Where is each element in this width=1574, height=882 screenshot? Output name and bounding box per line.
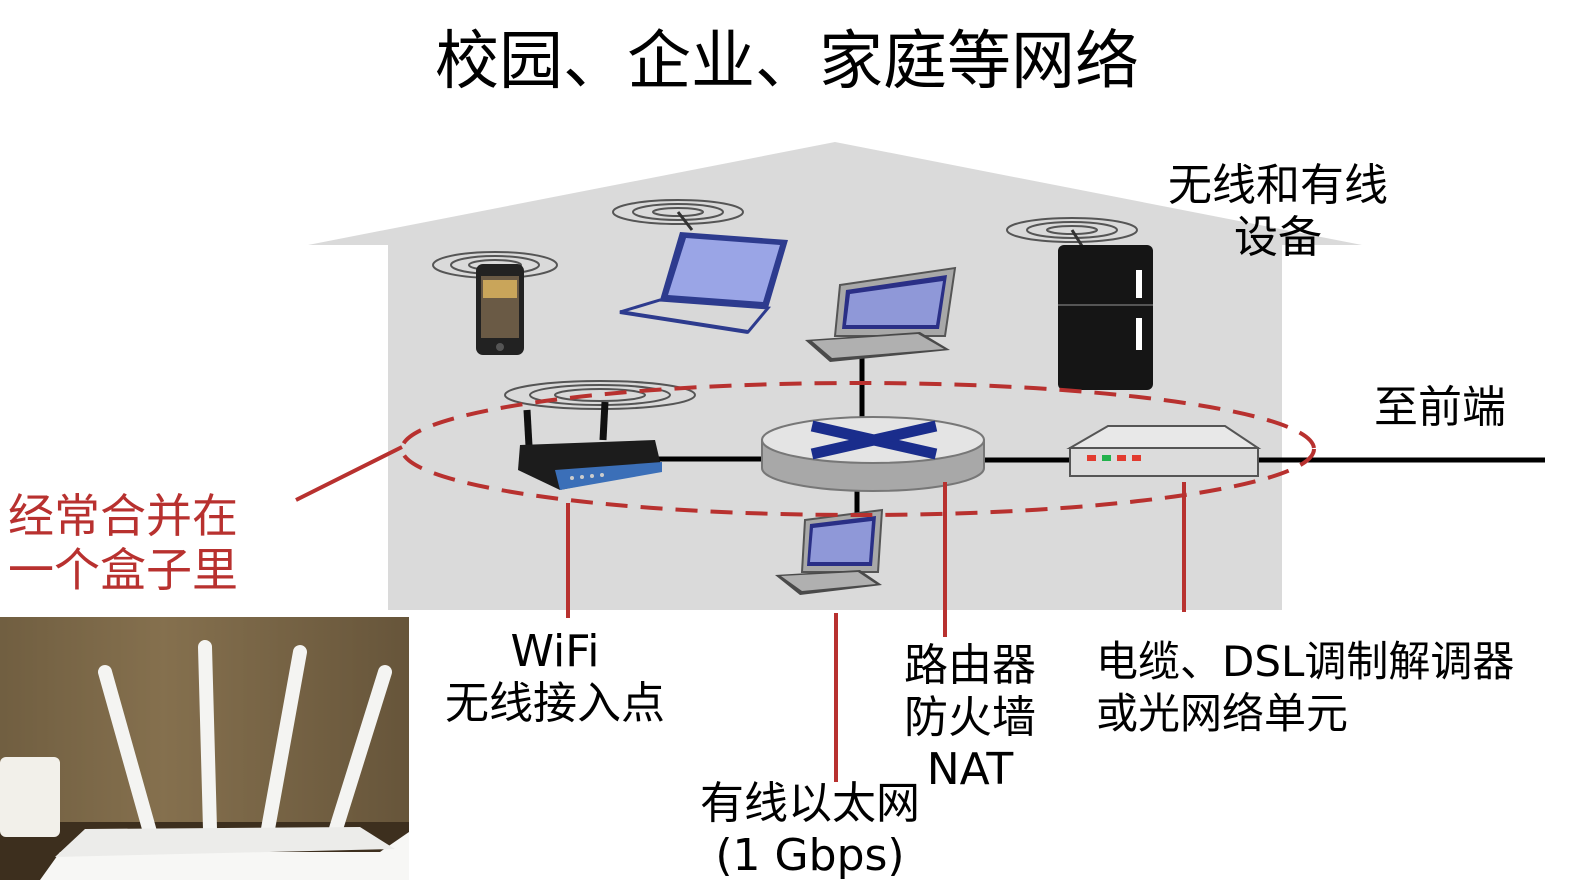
modem-label-line2: 或光网络单元 [1096,689,1349,738]
modem-label-line1: 电缆、DSL调制解调器 [1096,637,1515,686]
wifi-label-line2: 无线接入点 [445,678,665,729]
ethernet-label-line2: (1 Gbps) [715,830,905,881]
ethernet-label-line1: 有线以太网 [700,778,920,829]
laptop-icon [612,199,788,334]
router-label-line3: NAT [926,744,1014,795]
wifi-router-icon [504,380,696,490]
refrigerator-icon [1006,217,1153,390]
devices-label-line2: 设备 [1234,212,1322,263]
page-title: 校园、企业、家庭等网络 [435,25,1139,99]
modem-label: 电缆、DSL调制解调器 或光网络单元 [1096,636,1566,740]
router-label: 路由器 防火墙 NAT [870,640,1070,796]
smartphone-icon [432,251,558,355]
combined-label-line1: 经常合并在 [8,489,238,543]
devices-label-line1: 无线和有线 [1168,160,1388,211]
router-label-line2: 防火墙 [904,692,1036,743]
combined-label-line2: 一个盒子里 [8,543,238,597]
wifi-label: WiFi 无线接入点 [420,626,690,730]
router-photo-art [0,617,409,880]
devices-label: 无线和有线 设备 [1138,160,1418,264]
modem-icon [1066,425,1262,477]
pointer-lines [295,445,1186,782]
router-icon [761,416,985,492]
combined-box-outline [400,381,1316,517]
router-photo [0,617,409,880]
wifi-label-line1: WiFi [510,626,600,677]
combined-label: 经常合并在 一个盒子里 [8,489,298,597]
router-label-line1: 路由器 [904,640,1036,691]
ethernet-label: 有线以太网 (1 Gbps) [680,778,940,882]
upstream-label: 至前端 [1374,382,1506,433]
desktop-computer-icon [805,266,957,362]
